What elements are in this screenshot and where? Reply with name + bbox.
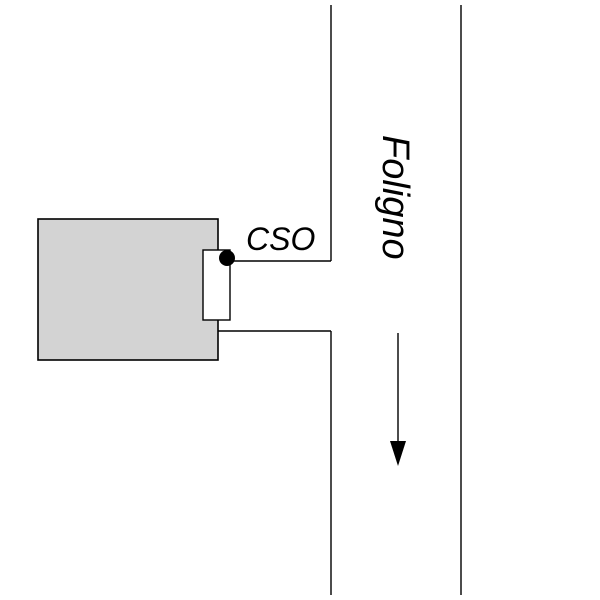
road-label: Foligno [374, 135, 416, 260]
building [37, 218, 219, 361]
direction-arrow-head [390, 441, 406, 466]
junction-label: CSO [246, 221, 315, 257]
junction-marker-dot [219, 250, 235, 266]
direction-arrow [390, 333, 406, 466]
